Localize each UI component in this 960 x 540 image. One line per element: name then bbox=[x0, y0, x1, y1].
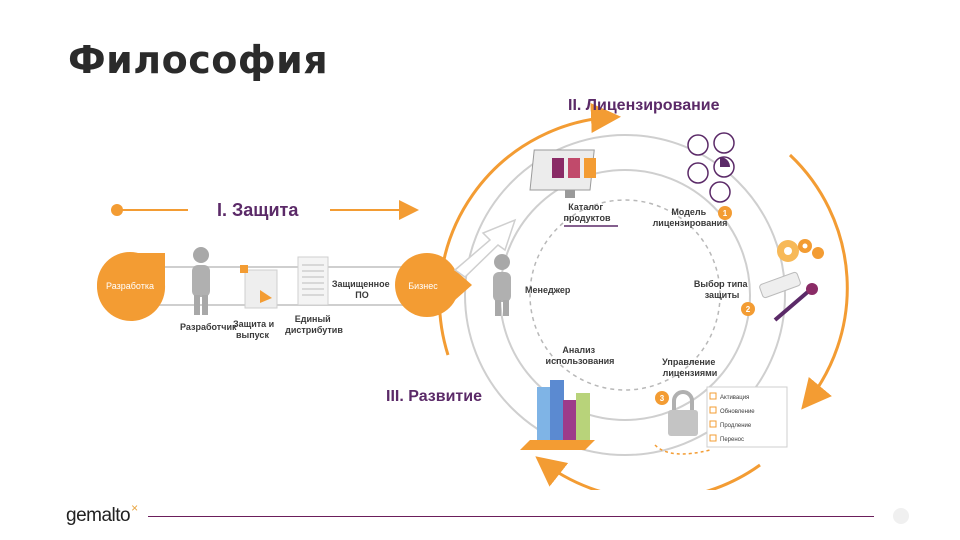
svg-text:Каталог продуктов: Каталог продуктов bbox=[564, 202, 611, 223]
section-development-label: III. Развитие bbox=[386, 388, 482, 405]
checklist-item-3: Продление bbox=[720, 423, 752, 429]
gemalto-logo: gemalto× bbox=[66, 501, 138, 527]
step-badge-2: 2 bbox=[741, 302, 755, 316]
manage-licenses-line2: лицензиями bbox=[663, 368, 718, 378]
single-distr-line1: Единый bbox=[295, 314, 331, 324]
protection-flow-arrow bbox=[111, 200, 419, 220]
single-distr-line2: дистрибутив bbox=[285, 325, 343, 335]
svg-text:Управление лицензиями: Управление лицензиями bbox=[662, 357, 718, 378]
developer-label: Разработчик bbox=[180, 322, 237, 332]
license-model-icons bbox=[687, 132, 735, 203]
monitor-icon bbox=[529, 149, 596, 198]
logo-mark: × bbox=[131, 501, 138, 515]
development-node: Разработка bbox=[97, 252, 166, 321]
section-licensing-label: II. Лицензирование bbox=[568, 97, 720, 114]
usage-analysis-line1: Анализ bbox=[562, 345, 595, 355]
protect-release-line2: выпуск bbox=[236, 330, 269, 340]
logo-text: gemalto bbox=[66, 505, 131, 526]
checklist-item-1: Активация bbox=[720, 395, 749, 401]
development-circle-label: Разработка bbox=[106, 281, 154, 291]
footer-divider bbox=[148, 516, 874, 517]
catalog-line2: продуктов bbox=[564, 213, 611, 223]
svg-text:Защищенное ПО: Защищенное ПО bbox=[332, 279, 392, 300]
checklist-item-2: Обновление bbox=[720, 409, 755, 415]
business-circle-label: Бизнес bbox=[408, 281, 438, 291]
svg-text:Выбор типа защиты: Выбор типа защиты bbox=[694, 279, 750, 300]
step-badge-3: 3 bbox=[655, 391, 669, 405]
philosophy-diagram: I. Защита Разработка Разработчик Защита … bbox=[70, 95, 890, 501]
usb-key-icon bbox=[759, 271, 818, 322]
step-3-label: 3 bbox=[660, 394, 665, 403]
manager-person-icon bbox=[493, 254, 511, 316]
protected-sw-line2: ПО bbox=[355, 290, 368, 300]
svg-text:Модель лицензирования: Модель лицензирования bbox=[653, 207, 728, 228]
choose-type-line1: Выбор типа bbox=[694, 279, 749, 289]
business-node: Бизнес bbox=[395, 253, 472, 317]
section-protection-label: I. Защита bbox=[217, 200, 299, 220]
usage-analysis-line2: использования bbox=[546, 356, 615, 366]
model-line2: лицензирования bbox=[653, 218, 728, 228]
page-title: Философия bbox=[68, 38, 329, 82]
manager-label: Менеджер bbox=[525, 285, 571, 295]
distributive-icon bbox=[297, 256, 329, 306]
catalog-line1: Каталог bbox=[568, 202, 603, 212]
protect-release-line1: Защита и bbox=[233, 319, 274, 329]
document-icon bbox=[240, 265, 278, 309]
checklist-item-4: Перенос bbox=[720, 437, 744, 443]
gear-icon bbox=[777, 239, 824, 262]
step-badge-1: 1 bbox=[718, 206, 732, 220]
svg-text:Защита и выпуск: Защита и выпуск bbox=[233, 319, 277, 340]
lock-icon bbox=[668, 390, 698, 436]
svg-text:Анализ использования: Анализ использования bbox=[546, 345, 615, 366]
slide-number-placeholder bbox=[893, 508, 909, 524]
step-1-label: 1 bbox=[723, 209, 728, 218]
person-icon bbox=[192, 247, 210, 315]
svg-text:Единый дистрибутив: Единый дистрибутив bbox=[285, 314, 343, 335]
bar-chart-icon bbox=[520, 380, 595, 450]
license-actions-checklist: Активация Обновление Продление Перенос bbox=[706, 386, 788, 448]
manage-licenses-line1: Управление bbox=[662, 357, 715, 367]
model-line1: Модель bbox=[671, 207, 706, 217]
choose-type-line2: защиты bbox=[705, 290, 740, 300]
protected-sw-line1: Защищенное bbox=[332, 279, 390, 289]
step-2-label: 2 bbox=[746, 305, 751, 314]
